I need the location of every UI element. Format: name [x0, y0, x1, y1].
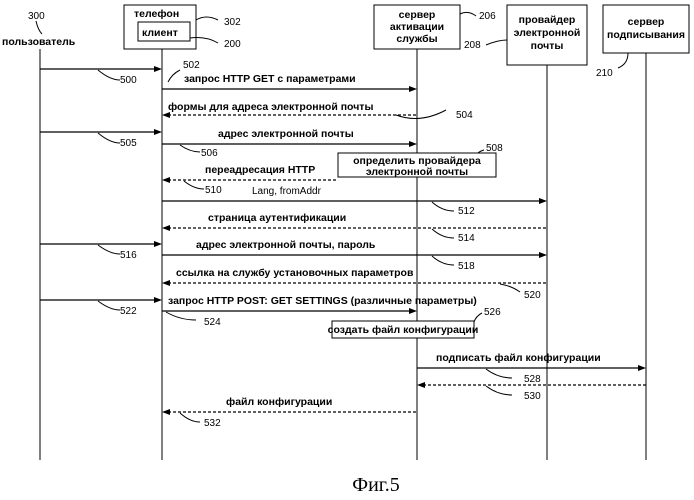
- message-ref: 532: [204, 418, 221, 429]
- arrowhead-icon: [162, 112, 170, 118]
- user-ref-leader: [36, 21, 42, 34]
- message-ref: 520: [524, 290, 541, 301]
- ref-leader: [432, 256, 454, 265]
- client-label: клиент: [142, 27, 178, 39]
- message-522: 522: [40, 297, 162, 317]
- message-ref: 506: [201, 148, 218, 159]
- arrowhead-icon: [162, 409, 170, 415]
- message-label: файл конфигурации: [226, 396, 332, 408]
- message-516: 516: [40, 241, 162, 261]
- message-504: формы для адреса электронной почты 504: [162, 101, 473, 121]
- arrowhead-icon: [162, 177, 170, 183]
- message-ref: 528: [524, 374, 541, 385]
- message-ref: 516: [120, 250, 137, 261]
- mail-ref-leader: [486, 40, 507, 45]
- message-label: формы для адреса электронной почты: [168, 101, 373, 113]
- arrowhead-icon: [409, 86, 417, 92]
- message-505: 505: [40, 129, 162, 149]
- message-label: запрос HTTP POST: GET SETTINGS (различны…: [168, 295, 477, 307]
- message-ref: 500: [120, 75, 137, 86]
- mail-label-2: электронной: [514, 27, 581, 39]
- ref-leader: [98, 70, 120, 80]
- arrowhead-icon: [409, 141, 417, 147]
- phone-label: телефон: [134, 8, 179, 20]
- ref-leader: [432, 229, 454, 238]
- ref-leader: [396, 110, 446, 119]
- message-label: ссылка на службу установочных параметров: [176, 267, 414, 279]
- activation-label-1: сервер: [399, 9, 436, 21]
- note-line-1: создать файл конфигурации: [328, 324, 479, 336]
- message-532: файл конфигурации 532: [162, 396, 417, 429]
- arrowhead-icon: [154, 66, 162, 72]
- message-ref: 524: [204, 317, 221, 328]
- client-ref: 200: [224, 39, 241, 50]
- phone-ref: 302: [224, 17, 241, 28]
- activation-ref: 206: [479, 11, 496, 22]
- mail-label-1: провайдер: [519, 14, 576, 26]
- mail-label-3: почты: [531, 40, 564, 52]
- ref-leader: [168, 70, 180, 82]
- message-530: 530: [417, 382, 646, 402]
- message-ref: 514: [458, 233, 475, 244]
- user-ref: 300: [28, 11, 45, 22]
- arrowhead-icon: [154, 129, 162, 135]
- user-label: пользователь: [2, 36, 76, 48]
- message-ref: 518: [458, 261, 475, 272]
- message-ref: 505: [120, 138, 137, 149]
- signing-ref: 210: [596, 68, 613, 79]
- message-label: запрос HTTP GET с параметрами: [184, 73, 356, 85]
- note-ref: 526: [484, 307, 501, 318]
- activation-ref-leader: [460, 12, 476, 16]
- arrowhead-icon: [417, 382, 425, 388]
- message-502: 502 запрос HTTP GET с параметрами: [162, 60, 417, 92]
- ref-leader: [98, 301, 120, 310]
- message-ref: 522: [120, 306, 137, 317]
- message-label: переадресация HTTP: [205, 164, 315, 176]
- signing-ref-leader: [618, 53, 628, 68]
- message-500: 500: [40, 66, 162, 86]
- message-label: адрес электронной почты, пароль: [196, 239, 376, 251]
- ref-leader: [166, 312, 196, 320]
- activation-label-3: службы: [396, 33, 437, 45]
- figure-label: Фиг.5: [352, 474, 399, 496]
- phone-ref-leader: [196, 17, 218, 20]
- message-label: Lang, fromAddr: [252, 186, 322, 197]
- ref-leader: [500, 284, 520, 292]
- ref-leader: [98, 133, 120, 143]
- ref-leader: [98, 245, 120, 254]
- activation-label-2: активации: [390, 21, 444, 33]
- ref-leader: [180, 413, 200, 422]
- ref-leader: [486, 369, 512, 378]
- message-528: подписать файл конфигурации 528: [417, 352, 646, 385]
- signing-label-1: сервер: [628, 16, 665, 28]
- message-ref: 512: [458, 206, 475, 217]
- message-ref: 504: [456, 110, 473, 121]
- mail-ref: 208: [464, 40, 481, 51]
- message-label: подписать файл конфигурации: [436, 352, 601, 364]
- message-ref: 502: [183, 60, 200, 71]
- arrowhead-icon: [154, 297, 162, 303]
- note-ref-leader: [474, 313, 482, 322]
- signing-label-2: подписывания: [607, 29, 685, 41]
- arrowhead-icon: [638, 365, 646, 371]
- message-ref: 510: [205, 185, 222, 196]
- message-label: страница аутентификации: [208, 212, 346, 224]
- ref-leader: [432, 202, 454, 211]
- note-line-2: электронной почты: [366, 166, 468, 178]
- ref-leader: [486, 386, 512, 395]
- ref-leader: [180, 145, 200, 152]
- arrowhead-icon: [539, 252, 547, 258]
- arrowhead-icon: [539, 198, 547, 204]
- message-label: адрес электронной почты: [218, 128, 354, 140]
- arrowhead-icon: [154, 241, 162, 247]
- ref-leader: [184, 181, 204, 189]
- arrowhead-icon: [162, 280, 170, 286]
- note-508: 508 определить провайдера электронной по…: [338, 143, 503, 178]
- note-ref: 508: [486, 143, 503, 154]
- arrowhead-icon: [162, 225, 170, 231]
- message-ref: 530: [524, 391, 541, 402]
- arrowhead-icon: [409, 308, 417, 314]
